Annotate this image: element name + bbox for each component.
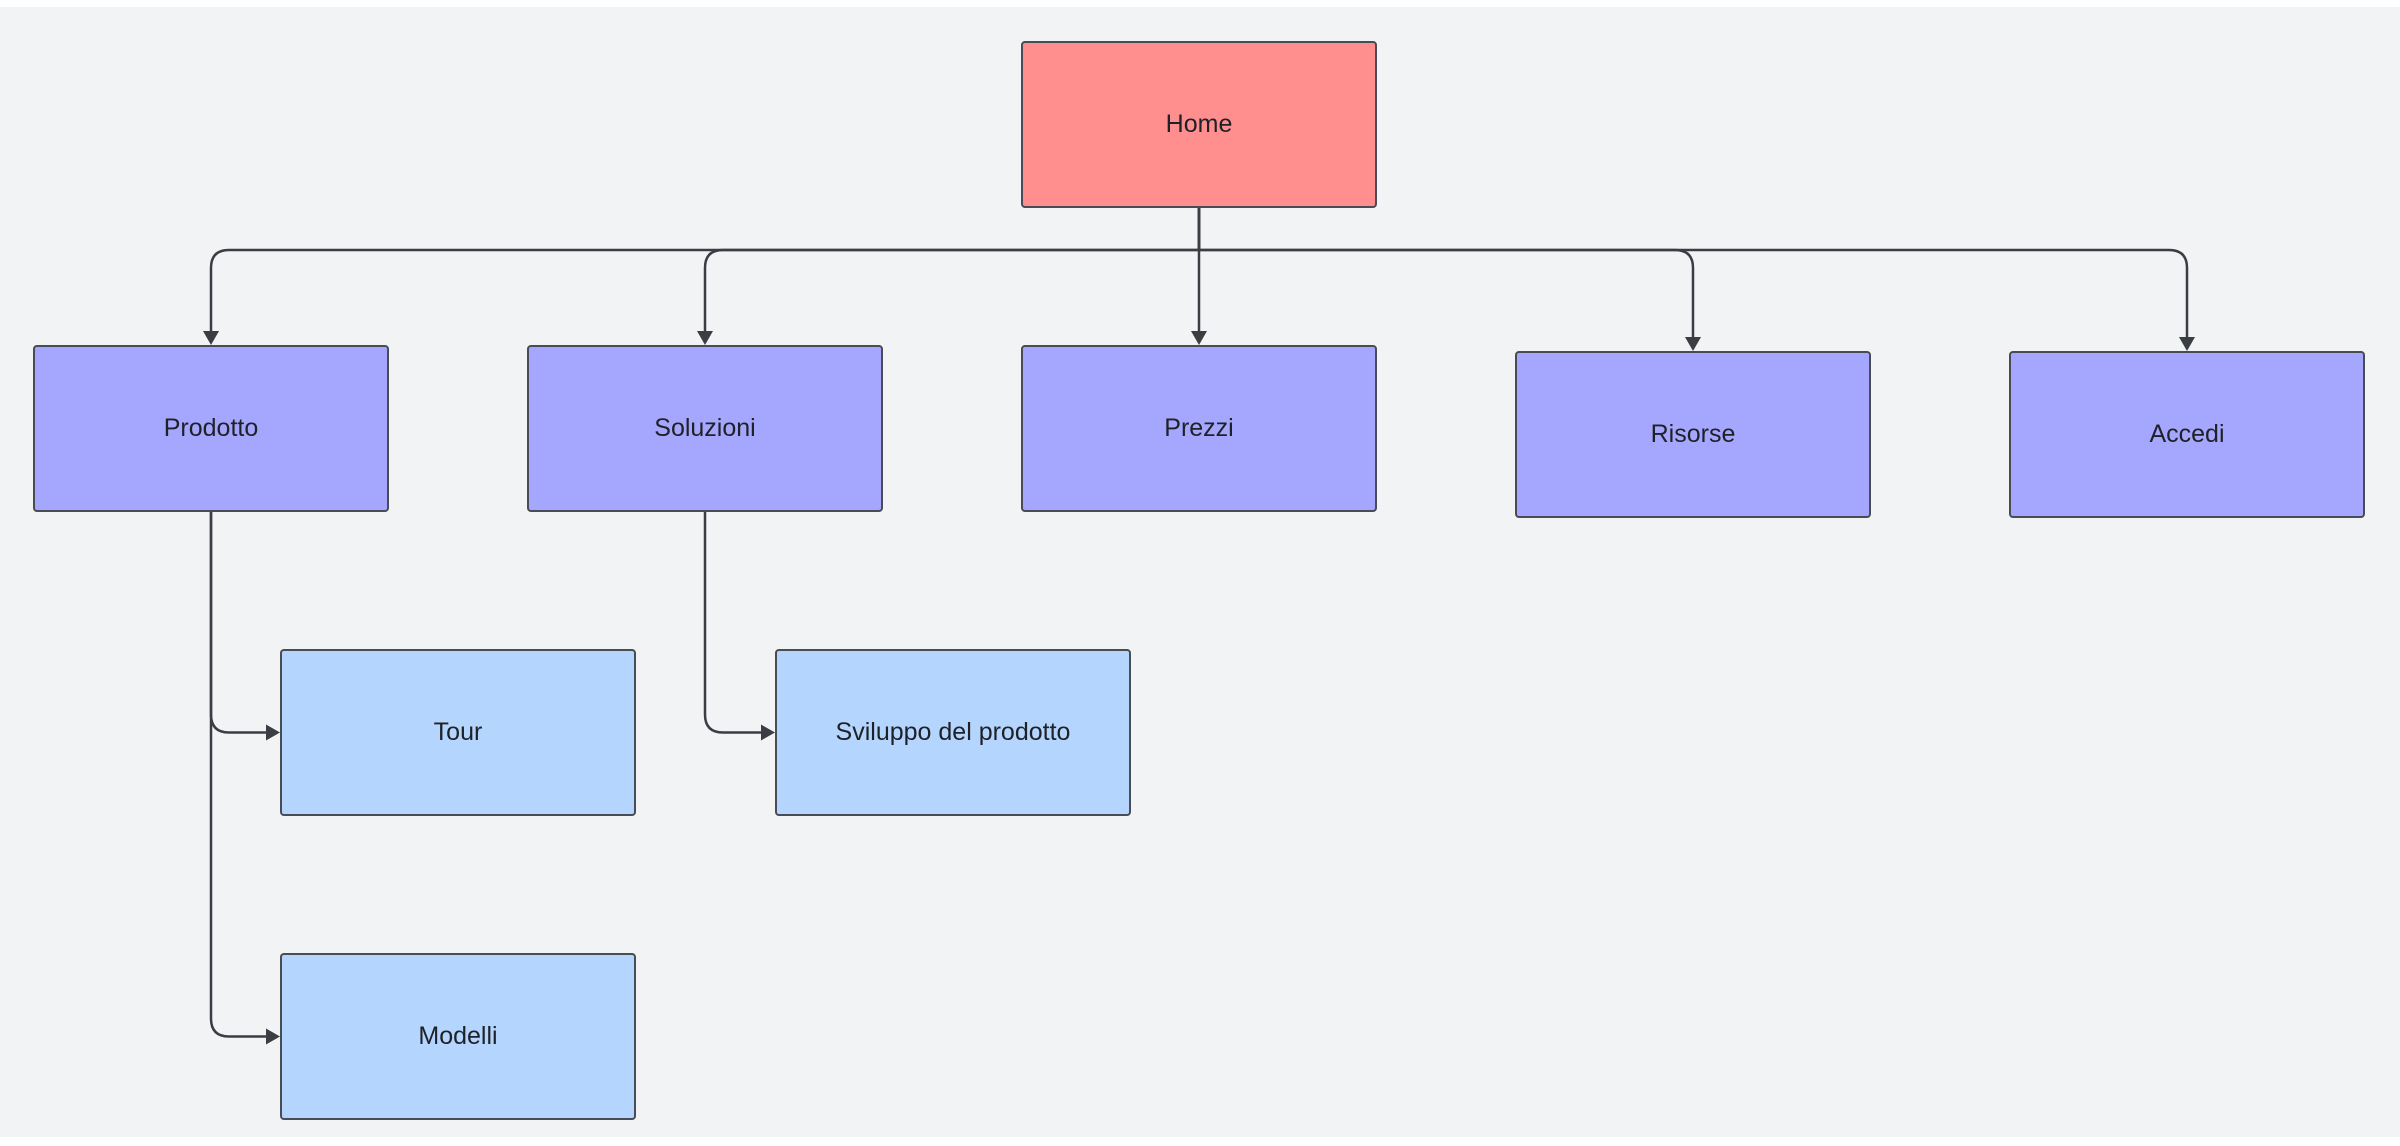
edge-prodotto-tour-line <box>209 512 266 734</box>
node-accedi[interactable]: Accedi <box>2009 351 2365 518</box>
edge-soluzioni-sviluppo-arrowhead <box>761 724 775 741</box>
edge-home-prodotto-line <box>209 208 1201 331</box>
node-soluzioni-label: Soluzioni <box>654 414 756 442</box>
edge-home-prezzi-arrowhead <box>1191 331 1207 345</box>
edge-prodotto-modelli-line <box>209 512 266 1038</box>
edge-home-prodotto-arrowhead <box>203 331 219 345</box>
node-soluzioni[interactable]: Soluzioni <box>527 345 883 512</box>
edge-prodotto-tour-arrowhead <box>266 724 280 741</box>
node-accedi-label: Accedi <box>2149 420 2225 448</box>
node-home-label: Home <box>1165 110 1233 138</box>
node-prodotto[interactable]: Prodotto <box>33 345 389 512</box>
node-prodotto-label: Prodotto <box>163 414 259 442</box>
edge-home-accedi-line <box>1197 208 2189 337</box>
node-sviluppo[interactable]: Sviluppo del prodotto <box>775 649 1131 816</box>
edge-home-risorse-line <box>1197 208 1695 337</box>
edge-soluzioni-sviluppo-line <box>703 512 761 734</box>
edge-home-soluzioni-line <box>703 208 1201 331</box>
edge-home-soluzioni-arrowhead <box>697 331 713 345</box>
node-home[interactable]: Home <box>1021 41 1377 208</box>
node-prezzi-label: Prezzi <box>1164 414 1234 442</box>
node-tour-label: Tour <box>433 718 483 746</box>
edge-prodotto-modelli-arrowhead <box>266 1028 280 1045</box>
node-modelli[interactable]: Modelli <box>280 953 636 1120</box>
node-tour[interactable]: Tour <box>280 649 636 816</box>
node-prezzi[interactable]: Prezzi <box>1021 345 1377 512</box>
edge-home-risorse-arrowhead <box>1685 337 1701 351</box>
edge-home-accedi-arrowhead <box>2179 337 2195 351</box>
node-risorse-label: Risorse <box>1650 420 1736 448</box>
node-risorse[interactable]: Risorse <box>1515 351 1871 518</box>
node-sviluppo-label: Sviluppo del prodotto <box>835 718 1071 746</box>
node-modelli-label: Modelli <box>418 1022 498 1050</box>
